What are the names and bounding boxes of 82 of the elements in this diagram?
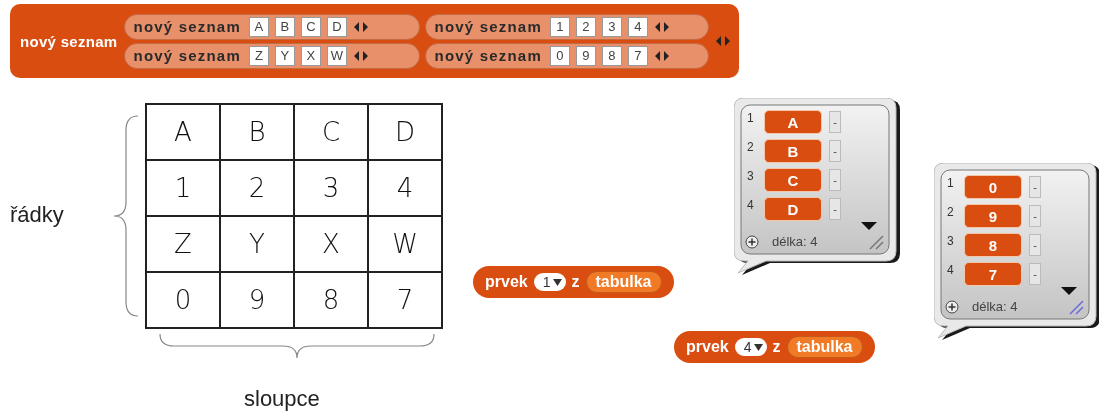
index-number: 2 xyxy=(747,140,754,154)
list-block xyxy=(424,13,709,40)
list-item: A xyxy=(764,110,822,134)
index-number: 2 xyxy=(947,205,954,219)
remove-button: - xyxy=(829,140,841,162)
table-cell: 7 xyxy=(368,272,442,328)
list-item: 7 xyxy=(964,262,1022,286)
speech-bubble xyxy=(934,163,1099,341)
speech-bubble xyxy=(734,98,902,276)
list-block xyxy=(123,42,420,69)
table-cell: 3 xyxy=(294,160,368,216)
block-label: z xyxy=(571,273,580,291)
remove-button: - xyxy=(1029,176,1041,198)
index-number: 3 xyxy=(747,169,754,183)
block-label: prvek xyxy=(485,273,528,291)
remove-button: - xyxy=(1029,263,1041,285)
axis-label: řádky xyxy=(10,202,64,228)
remove-button: - xyxy=(829,169,841,191)
table-cell: X xyxy=(294,216,368,272)
block-label: nový seznam xyxy=(133,18,241,35)
input-slot: C xyxy=(300,16,321,37)
list-item: B xyxy=(764,139,822,163)
input-slot: Y xyxy=(274,45,295,66)
remove-button: - xyxy=(829,111,841,133)
input-slot: 2 xyxy=(575,16,596,37)
table-cell: A xyxy=(146,104,220,160)
list-block xyxy=(123,13,420,40)
table-cell: 0 xyxy=(146,272,220,328)
list-item: 0 xyxy=(964,175,1022,199)
input-slot: Z xyxy=(248,45,269,66)
slot-value: 1 xyxy=(542,274,551,290)
input-slot: B xyxy=(274,16,295,37)
length-text: délka: 4 xyxy=(972,299,1018,314)
input-slot: 7 xyxy=(627,45,648,66)
block-label: nový seznam xyxy=(20,32,118,50)
input-slot: 4 xyxy=(627,16,648,37)
input-slot: D xyxy=(326,16,347,37)
block-label: prvek xyxy=(686,338,729,356)
table-cell: C xyxy=(294,104,368,160)
table-cell: 8 xyxy=(294,272,368,328)
input-slot: X xyxy=(300,45,321,66)
list-item: C xyxy=(764,168,822,192)
index-number: 4 xyxy=(947,263,954,277)
index-number: 3 xyxy=(947,234,954,248)
table-cell: W xyxy=(368,216,442,272)
table-cell: B xyxy=(220,104,294,160)
block-label: nový seznam xyxy=(434,47,542,64)
table-cell: Z xyxy=(146,216,220,272)
list-item: 9 xyxy=(964,204,1022,228)
list-item: 8 xyxy=(964,233,1022,257)
list-block xyxy=(10,4,739,78)
remove-button: - xyxy=(1029,205,1041,227)
table-cell: Y xyxy=(220,216,294,272)
list-item: D xyxy=(764,197,822,221)
index-number: 4 xyxy=(747,198,754,212)
reporter-block xyxy=(674,331,875,363)
index-number: 1 xyxy=(947,176,954,190)
block-label: z xyxy=(772,338,781,356)
input-slot: 9 xyxy=(575,45,596,66)
table-cell: 9 xyxy=(220,272,294,328)
input-slot: 3 xyxy=(601,16,622,37)
block-label: nový seznam xyxy=(434,18,542,35)
input-slot: A xyxy=(248,16,269,37)
axis-label: sloupce xyxy=(244,386,320,412)
remove-button: - xyxy=(1029,234,1041,256)
block-label: nový seznam xyxy=(133,47,241,64)
index-number: 1 xyxy=(747,111,754,125)
slot-value: 4 xyxy=(743,339,752,355)
input-slot: 1 xyxy=(549,16,570,37)
length-text: délka: 4 xyxy=(772,234,818,249)
reporter-block xyxy=(473,266,674,298)
remove-button: - xyxy=(829,198,841,220)
variable-block: tabulka xyxy=(786,336,863,358)
table-cell: 1 xyxy=(146,160,220,216)
variable-block: tabulka xyxy=(585,271,662,293)
input-slot: W xyxy=(326,45,347,66)
input-slot: 8 xyxy=(601,45,622,66)
table-cell: D xyxy=(368,104,442,160)
input-slot: 0 xyxy=(549,45,570,66)
list-block xyxy=(424,42,709,69)
table-cell: 4 xyxy=(368,160,442,216)
table-cell: 2 xyxy=(220,160,294,216)
